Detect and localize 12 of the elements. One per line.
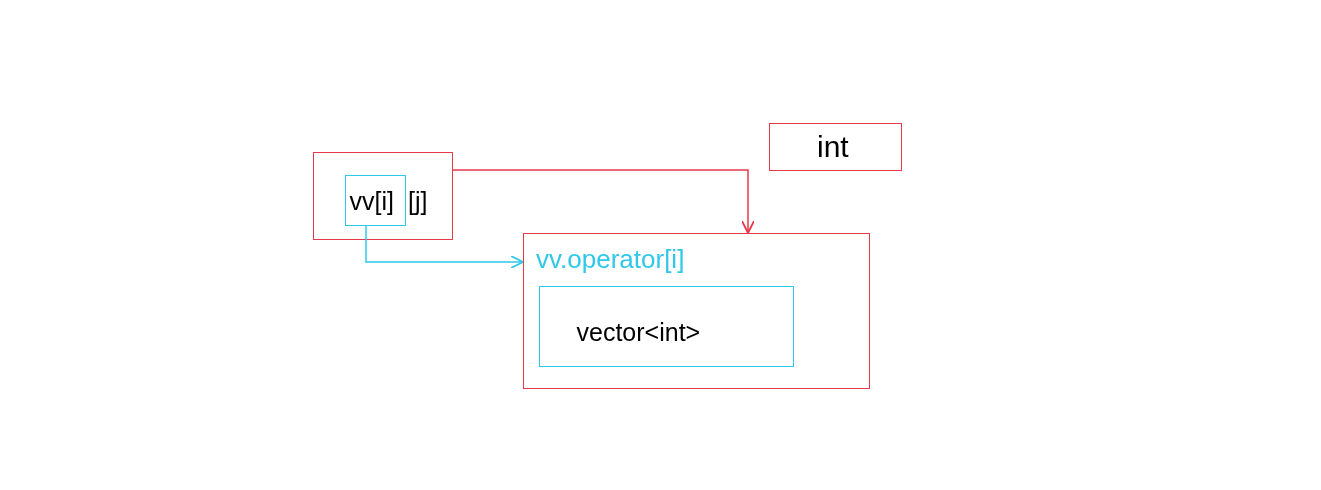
outer-box [313, 152, 453, 240]
code-text: vv.operator[i] [536, 244, 685, 275]
type-label: vector<int> [576, 317, 701, 347]
code-text: [j] [408, 187, 428, 216]
type-label: int [817, 130, 849, 164]
type-box [538, 285, 794, 367]
type-box [769, 123, 902, 171]
outer-box [523, 233, 870, 389]
code-text: vv[i] [349, 186, 394, 216]
arrow [452, 169, 755, 234]
arrow [365, 225, 524, 269]
highlight-box [344, 174, 406, 226]
